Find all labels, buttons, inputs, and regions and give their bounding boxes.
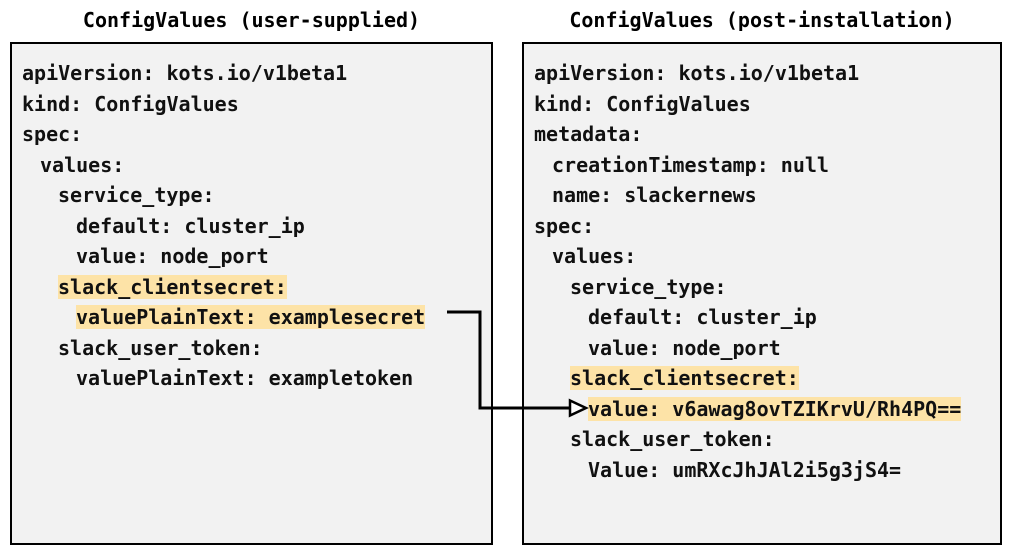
- code-line: Value: umRXcJhJAl2i5g3jS4=: [534, 455, 1000, 486]
- code-text: default: cluster_ip: [588, 305, 817, 329]
- code-line: slack_user_token:: [22, 333, 491, 364]
- code-line: value: node_port: [534, 333, 1000, 364]
- code-text: default: cluster_ip: [76, 213, 305, 238]
- code-text-highlighted: slack_clientsecret:: [58, 274, 287, 299]
- code-text: spec:: [534, 213, 595, 238]
- right-config-box: apiVersion: kots.io/v1beta1 kind: ConfigV…: [522, 42, 1002, 545]
- right-code-lines: apiVersion: kots.io/v1beta1 kind: ConfigV…: [524, 44, 1000, 486]
- code-text: value: node_port: [588, 335, 781, 360]
- code-line: service_type:: [534, 272, 1000, 303]
- code-text: kind: ConfigValues: [534, 91, 751, 116]
- code-text-highlighted: valuePlainText: examplesecret: [76, 305, 426, 329]
- code-text-highlighted: value: v6awag8ovTZIKrvU/Rh4PQ==: [588, 396, 962, 421]
- code-line: slack_clientsecret:: [22, 272, 491, 303]
- code-line: service_type:: [22, 180, 491, 211]
- code-line: value: v6awag8ovTZIKrvU/Rh4PQ==: [534, 394, 1000, 425]
- right-panel-title: ConfigValues (post-installation): [569, 8, 955, 32]
- code-line: apiVersion: kots.io/v1beta1: [22, 58, 491, 89]
- code-line: values:: [22, 150, 491, 181]
- code-text: metadata:: [534, 122, 643, 146]
- code-text: service_type:: [570, 274, 727, 299]
- code-line: kind: ConfigValues: [22, 89, 491, 120]
- code-text: valuePlainText: exampletoken: [76, 366, 414, 390]
- code-text: creationTimestamp: null: [552, 152, 829, 177]
- code-text: spec:: [22, 122, 83, 146]
- code-text: values:: [552, 244, 637, 268]
- left-code-lines: apiVersion: kots.io/v1beta1 kind: ConfigV…: [12, 44, 491, 394]
- code-text: value: node_port: [76, 244, 269, 268]
- code-line: default: cluster_ip: [22, 211, 491, 242]
- code-line: creationTimestamp: null: [534, 150, 1000, 181]
- code-line: metadata:: [534, 119, 1000, 150]
- code-line: slack_clientsecret:: [534, 363, 1000, 394]
- code-text-highlighted: slack_clientsecret:: [570, 366, 799, 390]
- code-text: slack_user_token:: [570, 427, 775, 451]
- code-line: valuePlainText: exampletoken: [22, 363, 491, 394]
- code-text: values:: [40, 152, 125, 177]
- code-line: default: cluster_ip: [534, 302, 1000, 333]
- code-text: name: slackernews: [552, 183, 757, 207]
- code-text: Value: umRXcJhJAl2i5g3jS4=: [588, 457, 902, 482]
- code-text: apiVersion: kots.io/v1beta1: [534, 61, 860, 85]
- code-line: kind: ConfigValues: [534, 89, 1000, 120]
- code-line: spec:: [534, 211, 1000, 242]
- code-line: values:: [534, 241, 1000, 272]
- left-panel-title: ConfigValues (user-supplied): [82, 8, 421, 32]
- code-text: service_type:: [58, 183, 215, 207]
- code-line: spec:: [22, 119, 491, 150]
- code-text: apiVersion: kots.io/v1beta1: [22, 61, 348, 85]
- code-line: slack_user_token:: [534, 424, 1000, 455]
- code-line: value: node_port: [22, 241, 491, 272]
- code-line: apiVersion: kots.io/v1beta1: [534, 58, 1000, 89]
- code-text: kind: ConfigValues: [22, 91, 239, 116]
- left-config-box: apiVersion: kots.io/v1beta1 kind: ConfigV…: [10, 42, 493, 545]
- code-line: valuePlainText: examplesecret: [22, 302, 491, 333]
- code-line: name: slackernews: [534, 180, 1000, 211]
- code-text: slack_user_token:: [58, 335, 263, 360]
